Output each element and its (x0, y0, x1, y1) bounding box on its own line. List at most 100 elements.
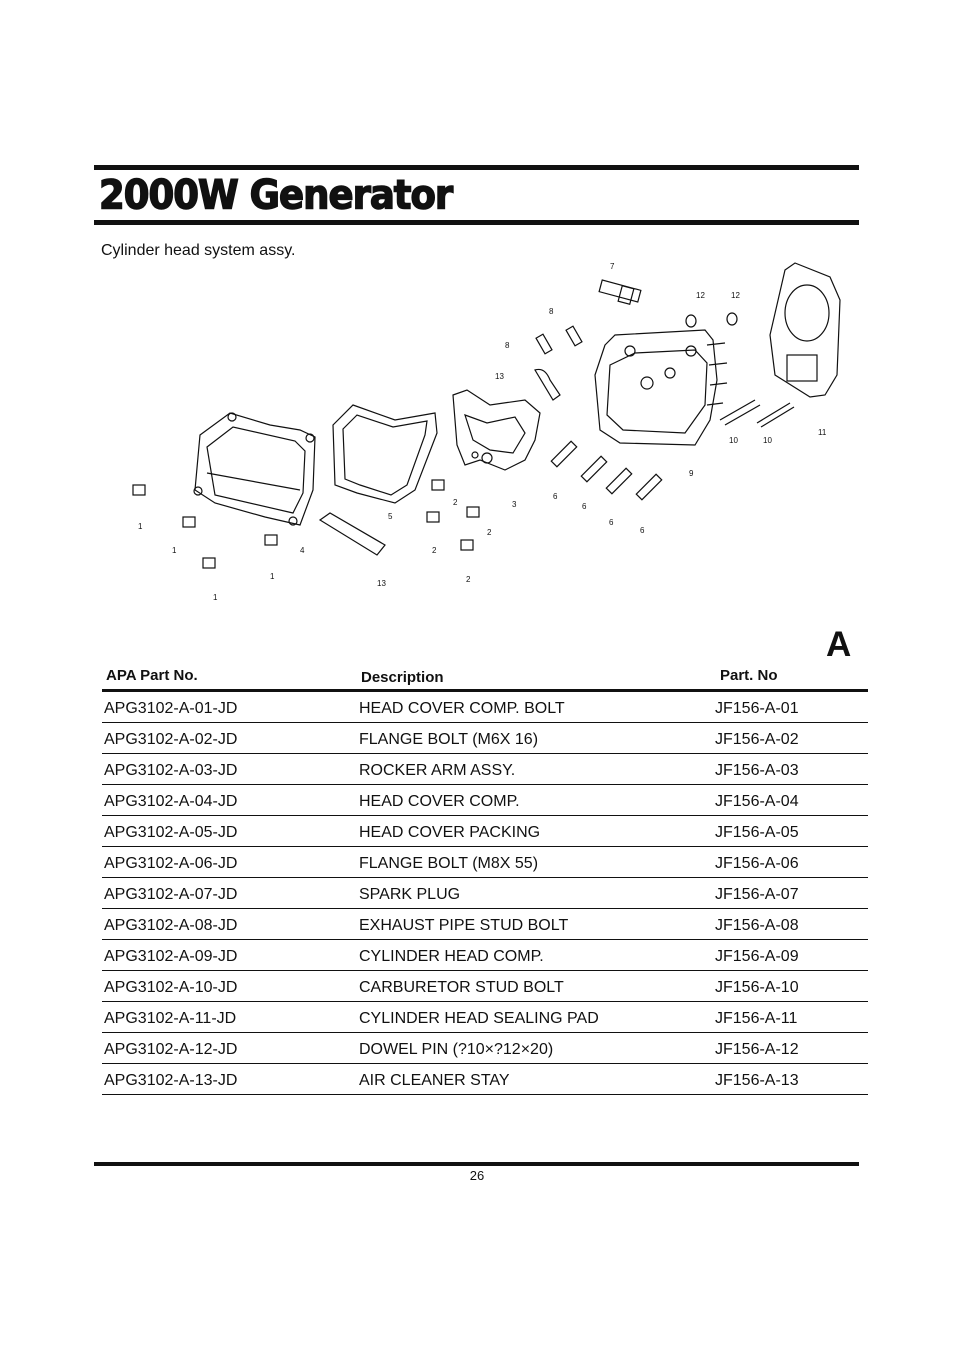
svg-text:2: 2 (487, 528, 492, 537)
description-cell: HEAD COVER COMP. BOLT (359, 700, 565, 717)
description-cell: DOWEL PIN (?10×?12×20) (359, 1041, 554, 1058)
svg-text:2: 2 (466, 575, 471, 584)
description-cell: CYLINDER HEAD COMP. (359, 948, 544, 965)
table-row: APG3102-A-07-JD SPARK PLUG JF156-A-07 (102, 878, 868, 909)
svg-text:6: 6 (609, 518, 614, 527)
part-no-cell: JF156-A-01 (715, 700, 799, 717)
page-title: 2000W Generator (98, 171, 454, 219)
table-body: APG3102-A-01-JD HEAD COVER COMP. BOLT JF15… (102, 692, 868, 1095)
title-rule (94, 220, 859, 225)
apa-part-no-cell: APG3102-A-04-JD (104, 793, 238, 810)
svg-text:2: 2 (432, 546, 437, 555)
part-no-cell: JF156-A-11 (715, 1010, 798, 1027)
part-no-cell: JF156-A-09 (715, 948, 799, 965)
svg-text:6: 6 (553, 492, 558, 501)
description-cell: HEAD COVER COMP. (359, 793, 520, 810)
description-cell: HEAD COVER PACKING (359, 824, 541, 841)
table-row: APG3102-A-13-JD AIR CLEANER STAY JF156-A-1… (102, 1064, 868, 1095)
svg-text:6: 6 (582, 502, 587, 511)
svg-text:7: 7 (610, 262, 615, 271)
table-row: APG3102-A-05-JD HEAD COVER PACKING JF156-A… (102, 816, 868, 847)
part-no-cell: JF156-A-02 (715, 731, 799, 748)
svg-text:1: 1 (213, 593, 218, 602)
part-no-cell: JF156-A-03 (715, 762, 799, 779)
apa-part-no-cell: APG3102-A-02-JD (104, 731, 238, 748)
page-number: 26 (469, 1168, 485, 1183)
svg-text:3: 3 (512, 500, 517, 509)
description-cell: ROCKER ARM ASSY. (359, 762, 516, 779)
description-cell: FLANGE BOLT (M8X 55) (359, 855, 539, 872)
svg-text:13: 13 (377, 579, 386, 588)
table-row: APG3102-A-03-JD ROCKER ARM ASSY. JF156-A-0… (102, 754, 868, 785)
diagram-subtitle: Cylinder head system assy. (101, 242, 296, 259)
svg-text:1: 1 (172, 546, 177, 555)
svg-text:11: 11 (818, 428, 827, 437)
apa-part-no-cell: APG3102-A-10-JD (104, 979, 238, 996)
bottom-rule (94, 1162, 859, 1166)
apa-part-no-cell: APG3102-A-06-JD (104, 855, 238, 872)
svg-text:4: 4 (300, 546, 305, 555)
part-no-cell: JF156-A-10 (715, 979, 799, 996)
description-cell: SPARK PLUG (359, 886, 461, 903)
table-row: APG3102-A-10-JD CARBURETOR STUD BOLT JF156… (102, 971, 868, 1002)
svg-text:2: 2 (453, 498, 458, 507)
table-row: APG3102-A-08-JD EXHAUST PIPE STUD BOLT JF1… (102, 909, 868, 940)
apa-part-no-cell: APG3102-A-08-JD (104, 917, 238, 934)
section-letter: A (826, 625, 852, 664)
header-part-no: Part. No (720, 667, 778, 684)
svg-text:6: 6 (640, 526, 645, 535)
part-no-cell: JF156-A-06 (715, 855, 799, 872)
cylinder-head-part (594, 329, 728, 446)
svg-text:8: 8 (505, 341, 510, 350)
description-cell: AIR CLEANER STAY (359, 1072, 510, 1089)
header-description: Description (361, 669, 444, 686)
cylinder-head-gasket-part (769, 262, 841, 398)
description-cell: FLANGE BOLT (M6X 16) (359, 731, 539, 748)
part-no-cell: JF156-A-05 (715, 824, 799, 841)
header-apa-part-no: APA Part No. (106, 667, 198, 684)
table-row: APG3102-A-11-JD CYLINDER HEAD SEALING PAD… (102, 1002, 868, 1033)
svg-text:8: 8 (549, 307, 554, 316)
table-row: APG3102-A-01-JD HEAD COVER COMP. BOLT JF15… (102, 692, 868, 723)
description-cell: CYLINDER HEAD SEALING PAD (359, 1010, 599, 1027)
air-cleaner-stay-part (318, 512, 386, 556)
table-row: APG3102-A-06-JD FLANGE BOLT (M8X 55) JF156… (102, 847, 868, 878)
part-no-cell: JF156-A-04 (715, 793, 799, 810)
svg-text:5: 5 (388, 512, 393, 521)
svg-text:13: 13 (495, 372, 504, 381)
table-row: APG3102-A-04-JD HEAD COVER COMP. JF156-A-0… (102, 785, 868, 816)
svg-text:10: 10 (729, 436, 738, 445)
svg-text:1: 1 (138, 522, 143, 531)
description-cell: EXHAUST PIPE STUD BOLT (359, 917, 569, 934)
svg-text:1: 1 (270, 572, 275, 581)
apa-part-no-cell: APG3102-A-11-JD (104, 1010, 237, 1027)
apa-part-no-cell: APG3102-A-03-JD (104, 762, 238, 779)
head-cover-packing-part (332, 404, 438, 504)
svg-text:12: 12 (696, 291, 705, 300)
flange-bolts-m8-parts (550, 440, 663, 501)
apa-part-no-cell: APG3102-A-05-JD (104, 824, 238, 841)
head-cover-bolts-parts (132, 484, 278, 569)
svg-text:12: 12 (731, 291, 740, 300)
flange-bolts-m6-parts (426, 479, 480, 551)
apa-part-no-cell: APG3102-A-09-JD (104, 948, 238, 965)
part-no-cell: JF156-A-13 (715, 1072, 799, 1089)
table-header: APA Part No. Description Part. No (102, 663, 868, 692)
part-no-cell: JF156-A-07 (715, 886, 799, 903)
part-no-cell: JF156-A-12 (715, 1041, 799, 1058)
part-no-cell: JF156-A-08 (715, 917, 799, 934)
top-rule (94, 165, 859, 170)
table-row: APG3102-A-12-JD DOWEL PIN (?10×?12×20) JF1… (102, 1033, 868, 1064)
apa-part-no-cell: APG3102-A-01-JD (104, 700, 238, 717)
apa-part-no-cell: APG3102-A-12-JD (104, 1041, 238, 1058)
svg-text:9: 9 (689, 469, 694, 478)
head-cover-part (193, 412, 316, 526)
table-row: APG3102-A-09-JD CYLINDER HEAD COMP. JF156-… (102, 940, 868, 971)
description-cell: CARBURETOR STUD BOLT (359, 979, 564, 996)
apa-part-no-cell: APG3102-A-13-JD (104, 1072, 238, 1089)
apa-part-no-cell: APG3102-A-07-JD (104, 886, 238, 903)
svg-text:10: 10 (763, 436, 772, 445)
table-row: APG3102-A-02-JD FLANGE BOLT (M6X 16) JF156… (102, 723, 868, 754)
spark-plug-part (598, 279, 642, 306)
